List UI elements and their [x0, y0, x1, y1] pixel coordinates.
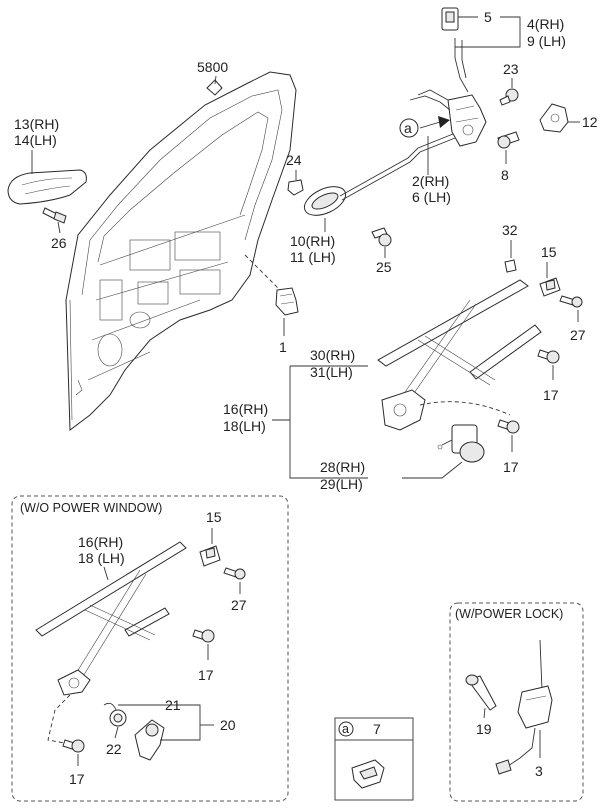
callout-wo-18: 18 (LH): [78, 550, 125, 566]
callout-26: 26: [51, 235, 67, 251]
detail-a-marker: [399, 118, 419, 138]
door-latch: [447, 94, 487, 147]
window-motor: [437, 424, 485, 463]
callout-16: 16(RH): [223, 401, 268, 417]
callout-a: a: [404, 120, 412, 136]
callout-31: 31(LH): [310, 364, 353, 380]
callout-wo-17a: 17: [198, 667, 214, 683]
detail-a-letter: a: [342, 722, 349, 736]
callout-23: 23: [503, 61, 519, 77]
callout-30: 30(RH): [310, 347, 355, 363]
callout-24: 24: [286, 152, 302, 168]
callout-2: 2(RH): [412, 173, 449, 189]
callout-wo-21: 21: [165, 697, 181, 713]
inside-handle: [303, 186, 347, 216]
callout-wo-16: 16(RH): [78, 534, 123, 550]
detail-a-box: a 7: [334, 717, 414, 801]
manual-regulator: [35, 541, 187, 696]
lock-actuator: [495, 639, 553, 775]
callout-6: 6 (LH): [412, 189, 451, 205]
bolt-19: [465, 674, 497, 711]
power-lock-box: (W/POWER LOCK) 19 3: [449, 602, 584, 802]
detail-a-number: 7: [373, 721, 381, 737]
wo-screw-27: [223, 567, 246, 580]
callout-5: 5: [484, 9, 492, 25]
callout-15: 15: [541, 244, 557, 260]
callout-5800: 5800: [197, 59, 228, 75]
callout-3: 3: [535, 763, 543, 779]
window-crank: [134, 719, 165, 761]
screw-8: [497, 131, 520, 149]
callout-10: 10(RH): [290, 233, 335, 249]
callout-13: 13(RH): [14, 116, 59, 132]
wo-screw-17a: [192, 629, 215, 643]
door-panel: [65, 71, 297, 431]
screw-27: [559, 295, 583, 308]
callout-12: 12: [582, 114, 598, 130]
screw-23: [499, 88, 519, 106]
callout-1: 1: [279, 339, 287, 355]
callout-9: 9 (LH): [527, 33, 566, 49]
part-5: [441, 7, 459, 31]
callout-8: 8: [501, 167, 509, 183]
callout-4: 4(RH): [527, 16, 564, 32]
callout-17b: 17: [503, 459, 519, 475]
callout-29: 29(LH): [320, 476, 363, 492]
part-15: [539, 277, 561, 297]
callout-wo-17b: 17: [69, 771, 85, 787]
screw-25: [371, 227, 392, 247]
part-12: [539, 103, 569, 133]
outside-handle: [7, 169, 87, 205]
callout-wo-15: 15: [206, 509, 222, 525]
callout-18: 18(LH): [223, 418, 266, 434]
screw-26: [42, 207, 67, 224]
callout-wo-20: 20: [220, 717, 236, 733]
callout-wo-27: 27: [231, 597, 247, 613]
wo-power-window-title: (W/O POWER WINDOW): [20, 501, 162, 515]
callout-27: 27: [570, 327, 586, 343]
callout-25: 25: [376, 259, 392, 275]
wo-part-15: [199, 545, 221, 567]
callout-wo-22: 22: [106, 741, 122, 757]
callout-32: 32: [502, 222, 518, 238]
screw-17-upper: [537, 349, 560, 364]
crank-washer: [109, 709, 127, 727]
wo-screw-17b: [62, 739, 85, 753]
window-regulator: [377, 279, 542, 431]
part-1: [275, 287, 299, 316]
wo-power-window-box: (W/O POWER WINDOW) 16(RH) 18 (LH) 15 27: [11, 495, 289, 802]
callout-28: 28(RH): [320, 459, 365, 475]
power-lock-title: (W/POWER LOCK): [455, 607, 563, 621]
callout-14: 14(LH): [14, 132, 57, 148]
callout-11: 11 (LH): [290, 249, 336, 265]
callout-19: 19: [476, 721, 492, 737]
callout-17a: 17: [543, 387, 559, 403]
part-7-clip: [351, 759, 385, 789]
screw-17-lower: [497, 419, 520, 434]
